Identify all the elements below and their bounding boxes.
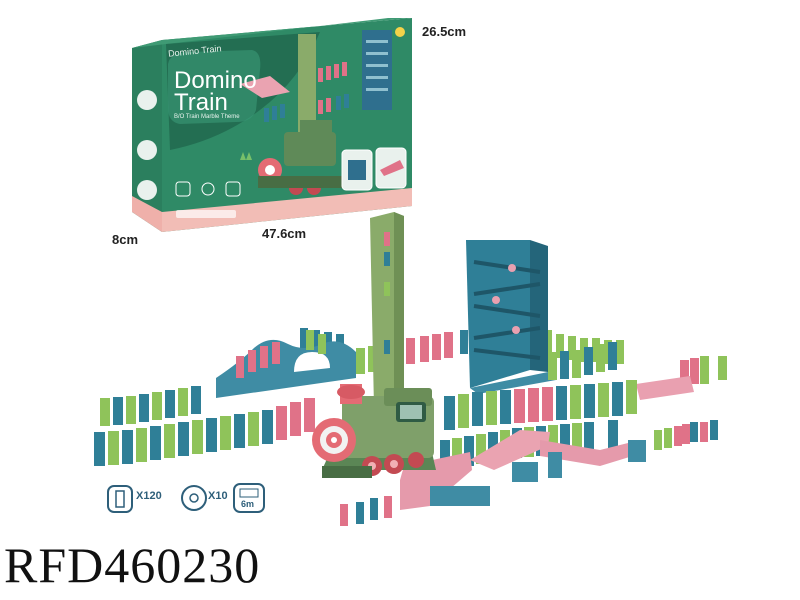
dimension-height: 26.5cm [422, 24, 467, 39]
domino-row-middle [444, 380, 637, 430]
domino-row-right [548, 342, 727, 400]
badge-length: 6m [241, 499, 255, 509]
badge-domino-count: X120 [136, 490, 162, 502]
domino-row-left [100, 330, 453, 426]
box-subtitle: B/O Train Marble Theme [174, 114, 240, 120]
box-title: Domino Train B/O Train Marble Theme [174, 67, 257, 121]
dimension-width: 47.6cm [262, 226, 307, 241]
domino-tower [370, 212, 404, 408]
product-code: RFD460230 [4, 537, 261, 593]
domino-train-locomotive [312, 384, 436, 478]
pink-ramp-track [400, 430, 646, 510]
marble-spiral-tower [466, 240, 556, 394]
domino-row-front [340, 496, 392, 526]
badge-gear-count: X10 [208, 490, 228, 502]
feature-badges [107, 483, 265, 513]
box-title-line1: Domino [174, 67, 257, 94]
domino-row-front-left [94, 398, 315, 466]
box-title-line2: Train [174, 89, 228, 116]
dimension-depth: 8cm [112, 232, 139, 247]
